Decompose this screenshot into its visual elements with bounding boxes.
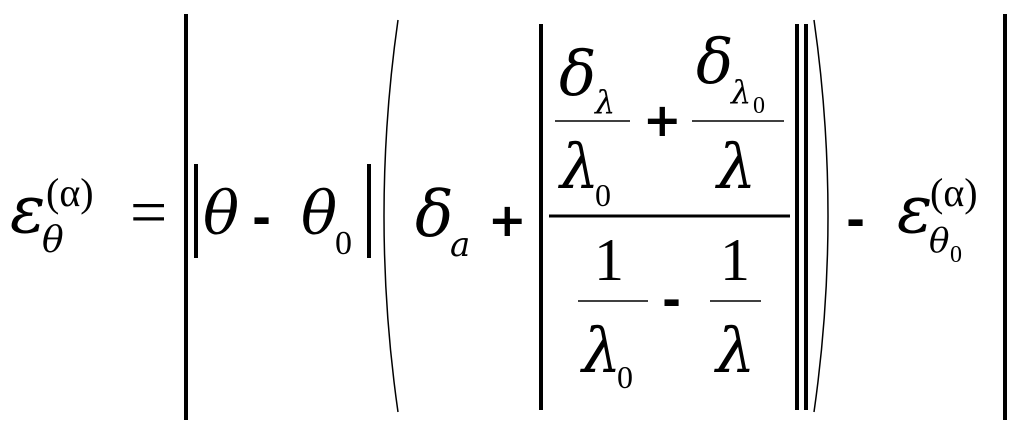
plus-sign: + [488,193,527,247]
delta-a: δ [415,178,454,252]
diff-theta0: θ [301,179,337,249]
big-paren-right [813,19,829,413]
tail-sub-theta: θ [929,221,949,261]
den-minus: - [662,273,681,327]
den-t1-lambda: λ [579,314,621,387]
diff-minus: - [252,191,271,245]
num-t2-delta-subsub: 0 [753,93,765,119]
num-t2-lambda: λ [714,130,756,203]
diff-theta0-sub: 0 [335,225,352,262]
num-plus: + [643,93,682,147]
lhs-epsilon: ε [10,171,45,248]
big-paren-left [383,19,399,413]
tail-sup-alpha: (α) [930,170,978,215]
diff-theta: θ [203,179,239,249]
tail-epsilon: ε [897,171,932,248]
den-t1-lambda-sub: 0 [617,359,633,395]
num-t1-lambda: λ [557,130,599,203]
num-t1-delta-sub: λ [593,83,615,121]
num-t1-delta: δ [559,37,596,110]
den-t2-lambda: λ [713,314,755,387]
den-t1-one: 1 [594,227,624,293]
equals-sign: = [130,176,167,249]
lhs-sub-theta: θ [42,220,64,261]
den-t2-one: 1 [720,227,750,293]
tail-minus: - [846,193,865,247]
tail-sub-zero: 0 [950,242,962,268]
lhs-sup-alpha: (α) [46,170,94,215]
num-t2-delta: δ [696,25,733,98]
num-t1-lambda-sub: 0 [595,177,611,213]
num-t2-delta-sub: λ [729,73,751,111]
delta-a-sub: a [450,225,470,265]
